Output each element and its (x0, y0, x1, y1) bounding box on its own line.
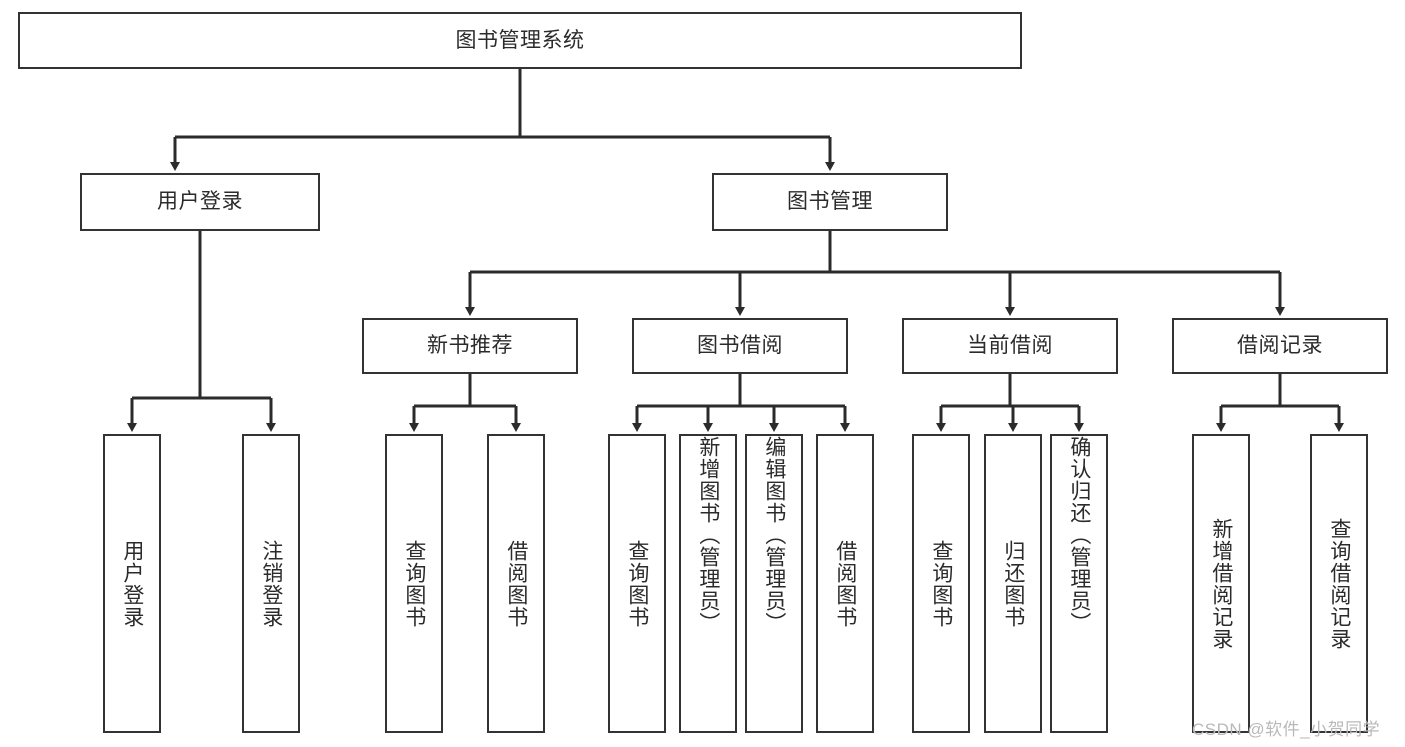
node-label: 用户登录 (157, 190, 243, 214)
node-leaf-query-book-3[interactable]: 查询图书 (912, 434, 970, 733)
node-leaf-query-book-1[interactable]: 查询图书 (385, 434, 443, 733)
node-label: 编辑图书（管理员） (762, 436, 786, 634)
node-leaf-logout-login[interactable]: 注销登录 (242, 434, 300, 733)
node-label: 新增借阅记录 (1209, 517, 1233, 650)
node-label: 确认归还（管理员） (1067, 436, 1091, 634)
node-label: 借阅图书 (504, 539, 528, 628)
node-new-book-recommend[interactable]: 新书推荐 (362, 318, 578, 374)
node-leaf-add-borrow-record[interactable]: 新增借阅记录 (1192, 434, 1250, 733)
node-leaf-return-book[interactable]: 归还图书 (984, 434, 1042, 733)
node-leaf-confirm-return-admin[interactable]: 确认归还（管理员） (1050, 434, 1108, 733)
node-label: 查询图书 (625, 539, 649, 628)
node-label: 新增图书（管理员） (696, 436, 720, 634)
node-label: 借阅记录 (1237, 334, 1323, 358)
node-borrow-record[interactable]: 借阅记录 (1172, 318, 1388, 374)
node-book-manage[interactable]: 图书管理 (712, 173, 948, 231)
node-current-borrow[interactable]: 当前借阅 (902, 318, 1118, 374)
node-label: 图书管理 (787, 190, 873, 214)
node-leaf-query-book-2[interactable]: 查询图书 (608, 434, 666, 733)
node-label: 用户登录 (120, 539, 144, 628)
node-label: 图书管理系统 (455, 28, 585, 52)
node-label: 借阅图书 (833, 539, 857, 628)
node-system-title[interactable]: 图书管理系统 (18, 12, 1022, 69)
node-label: 查询图书 (929, 539, 953, 628)
node-label: 图书借阅 (697, 334, 783, 358)
node-label: 新书推荐 (427, 334, 513, 358)
node-leaf-borrow-book-1[interactable]: 借阅图书 (487, 434, 545, 733)
node-label: 当前借阅 (967, 334, 1053, 358)
node-leaf-user-login[interactable]: 用户登录 (103, 434, 161, 733)
node-book-borrow[interactable]: 图书借阅 (632, 318, 848, 374)
node-user-login[interactable]: 用户登录 (80, 173, 320, 231)
node-label: 注销登录 (259, 539, 283, 628)
node-leaf-add-book-admin[interactable]: 新增图书（管理员） (679, 434, 737, 733)
node-leaf-query-borrow-record[interactable]: 查询借阅记录 (1310, 434, 1368, 733)
node-leaf-edit-book-admin[interactable]: 编辑图书（管理员） (745, 434, 803, 733)
node-label: 归还图书 (1001, 539, 1025, 628)
node-label: 查询图书 (402, 539, 426, 628)
node-leaf-borrow-book-2[interactable]: 借阅图书 (816, 434, 874, 733)
node-label: 查询借阅记录 (1327, 517, 1351, 650)
